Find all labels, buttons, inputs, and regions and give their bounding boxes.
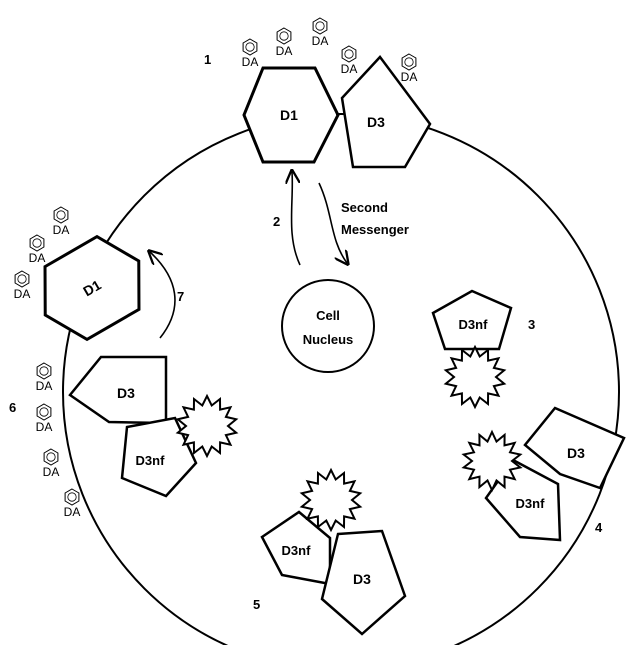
- d3-receptor-right-label: D3: [567, 445, 585, 461]
- d1-receptor-top-label: D1: [280, 107, 298, 123]
- da-label: DA: [36, 420, 53, 434]
- d3-receptor-bottom-label: D3: [353, 571, 371, 587]
- da-label: DA: [341, 62, 358, 76]
- d3nf-receptor-left-label: D3nf: [136, 453, 166, 468]
- da-ring-inner: [32, 238, 42, 248]
- recycling-arrow: [150, 252, 176, 339]
- da-ring-icon: [53, 206, 69, 224]
- da-label: DA: [14, 287, 31, 301]
- d3-receptor-right: [523, 406, 626, 490]
- da-molecule: DA: [36, 362, 53, 393]
- da-ring-icon: [36, 362, 52, 380]
- da-label: DA: [64, 505, 81, 519]
- second-messenger-label-line2: Messenger: [341, 222, 409, 237]
- da-molecule: DA: [53, 206, 70, 237]
- da-molecule: DA: [29, 234, 46, 265]
- da-ring-icon: [14, 270, 30, 288]
- da-ring-inner: [344, 49, 354, 59]
- da-molecule: DA: [312, 17, 329, 48]
- da-ring-icon: [43, 448, 59, 466]
- d3nf-receptor-bottom-label: D3nf: [282, 543, 312, 558]
- step-number-2: 2: [273, 214, 280, 229]
- d1-receptor-top: [242, 66, 340, 164]
- d3nf-receptor-bottom: [260, 510, 332, 586]
- d3nf-receptor-right-label: D3nf: [516, 496, 546, 511]
- d3-receptor-left-label: D3: [117, 385, 135, 401]
- step-number-7: 7: [177, 289, 184, 304]
- starburst-right: [461, 429, 523, 493]
- d3-receptor-bottom: [320, 529, 407, 636]
- da-ring-icon: [312, 17, 328, 35]
- starburst-left: [175, 393, 239, 459]
- da-molecule: DA: [36, 403, 53, 434]
- da-ring-icon: [276, 27, 292, 45]
- da-label: DA: [43, 465, 60, 479]
- da-molecule: DA: [401, 53, 418, 84]
- d1-receptor-left: D1: [43, 234, 141, 342]
- da-molecule: DA: [14, 270, 31, 301]
- step-number-1: 1: [204, 52, 211, 67]
- d3nf-receptor-left: [120, 416, 198, 498]
- d3-receptor-top: [340, 55, 432, 169]
- da-ring-icon: [36, 403, 52, 421]
- second-messenger-label-line1: Second: [341, 200, 388, 215]
- step-number-6: 6: [9, 400, 16, 415]
- da-ring-icon: [341, 45, 357, 63]
- d3-receptor-top-label: D3: [367, 114, 385, 130]
- da-label: DA: [36, 379, 53, 393]
- starburst-bottom: [299, 467, 363, 533]
- d1-receptor-left-label: D1: [80, 276, 104, 299]
- d3nf-receptor-internal: [431, 289, 513, 351]
- d3nf-receptor-internal-label: D3nf: [459, 317, 489, 332]
- da-ring-icon: [242, 38, 258, 56]
- nucleus-label-line1: Cell: [316, 308, 340, 323]
- da-ring-inner: [17, 274, 27, 284]
- da-ring-inner: [39, 407, 49, 417]
- da-label: DA: [276, 44, 293, 58]
- da-ring-inner: [245, 42, 255, 52]
- da-ring-inner: [404, 57, 414, 67]
- da-molecule: DA: [276, 27, 293, 58]
- second-messenger-arrow-up: [292, 172, 301, 266]
- da-ring-inner: [39, 366, 49, 376]
- step-number-4: 4: [595, 520, 603, 535]
- da-molecule: DA: [64, 488, 81, 519]
- da-ring-inner: [279, 31, 289, 41]
- da-label: DA: [29, 251, 46, 265]
- nucleus-label-line2: Nucleus: [303, 332, 354, 347]
- da-ring-inner: [46, 452, 56, 462]
- da-label: DA: [401, 70, 418, 84]
- da-molecule: DA: [43, 448, 60, 479]
- da-label: DA: [242, 55, 259, 69]
- da-label: DA: [312, 34, 329, 48]
- step-number-3: 3: [528, 317, 535, 332]
- second-messenger-arrow-down: [318, 182, 347, 263]
- da-molecule: DA: [341, 45, 358, 76]
- da-molecule: DA: [242, 38, 259, 69]
- starburst-internal: [443, 344, 507, 410]
- da-ring-inner: [67, 492, 77, 502]
- cell-nucleus: [281, 279, 375, 373]
- da-ring-icon: [29, 234, 45, 252]
- d3-receptor-left: [68, 355, 168, 425]
- da-ring-icon: [64, 488, 80, 506]
- da-label: DA: [53, 223, 70, 237]
- da-ring-inner: [315, 21, 325, 31]
- da-ring-icon: [401, 53, 417, 71]
- step-number-5: 5: [253, 597, 260, 612]
- da-ring-inner: [56, 210, 66, 220]
